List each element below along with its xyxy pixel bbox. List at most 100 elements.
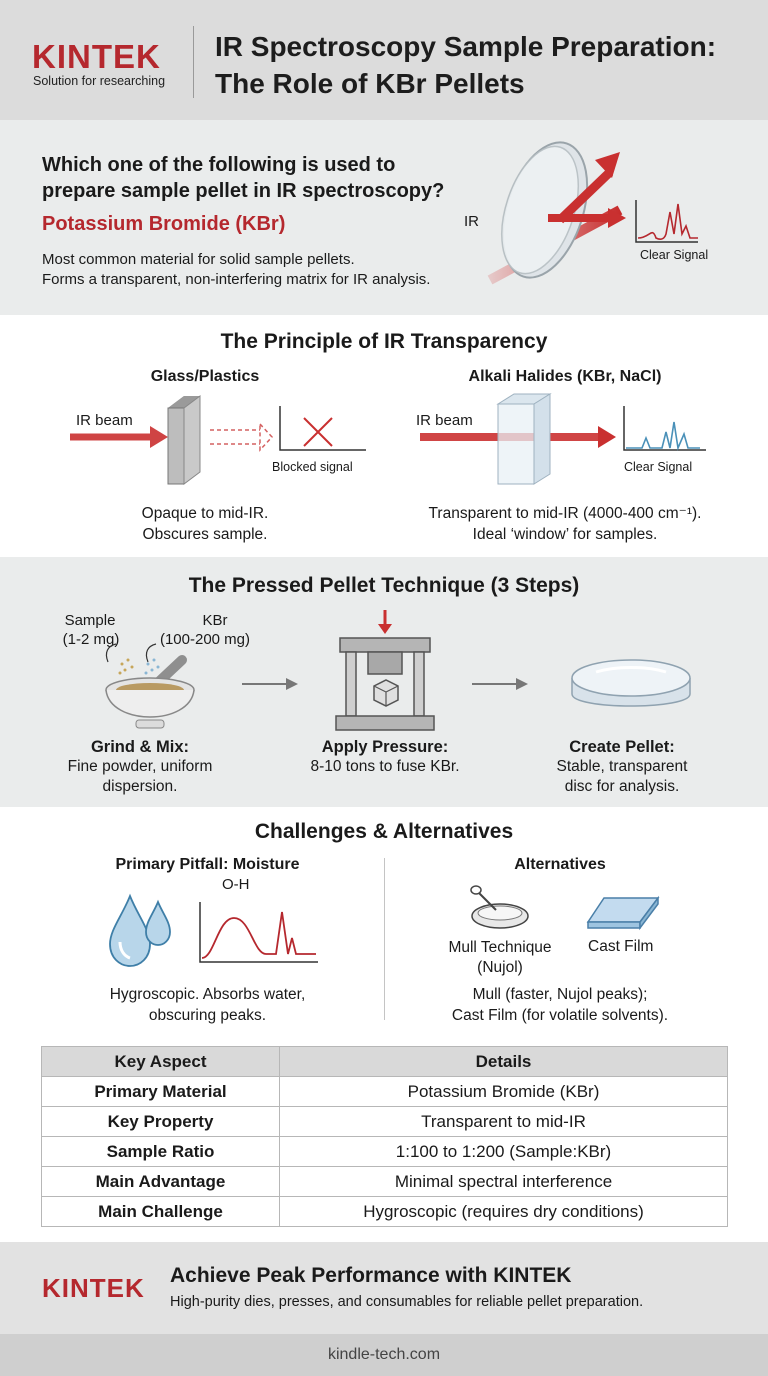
blocked-signal-label: Blocked signal	[272, 460, 353, 474]
glass-description-line-1: Opaque to mid-IR.	[141, 505, 269, 522]
ir-beam-upper-arrowhead	[595, 152, 620, 178]
brand-logo: KINTEK	[32, 38, 161, 75]
challenges-title: Challenges & Alternatives	[254, 820, 514, 843]
press-top-beam	[339, 637, 431, 653]
kbr-pellet-transmission-illustration	[487, 141, 698, 285]
water-drops-icon	[109, 893, 171, 967]
pellet-top	[571, 659, 691, 697]
cast-film-side	[639, 895, 659, 931]
sample-amount: (1-2 mg)	[62, 631, 120, 648]
step-3-desc-line-1: Stable, transparent	[556, 758, 688, 775]
step-2-title: Apply Pressure:	[321, 738, 449, 756]
intro-question-line-1: Which one of the following is used to	[42, 154, 396, 176]
intro-description-line-2: Forms a transparent, non-interfering mat…	[42, 271, 431, 288]
alkali-description-line-2: Ideal ‘window’ for samples.	[472, 526, 658, 543]
oh-peak-spectrum-icon	[199, 902, 318, 963]
intro-question-line-2: prepare sample pellet in IR spectroscopy…	[42, 180, 445, 202]
ir-beam-through-arrowhead	[598, 426, 616, 448]
blocked-signal-axes-icon	[279, 406, 366, 451]
glass-block-top	[168, 396, 200, 408]
glass-beam-label: IR beam	[76, 412, 133, 429]
alkali-halides-heading: Alkali Halides (KBr, NaCl)	[468, 368, 662, 385]
step-1-title: Grind & Mix:	[90, 738, 190, 756]
sample-powder-dots	[118, 658, 134, 675]
glass-description-line-2: Obscures sample.	[142, 526, 268, 543]
pellet-highlight	[595, 666, 667, 674]
mull-spatula-tip	[470, 885, 482, 895]
cta-description: High-purity dies, presses, and consumabl…	[170, 1294, 644, 1310]
press-base	[335, 715, 435, 731]
pitfall-description: Hygroscopic. Absorbs water, obscuring pe…	[70, 984, 345, 1026]
oh-spectrum-axes	[199, 902, 318, 963]
oh-label: O-H	[222, 876, 250, 893]
kbr-label: KBr	[202, 612, 228, 629]
table-row: Main Challenge Hygroscopic (requires dry…	[41, 1196, 728, 1227]
step-3-desc-line-2: disc for analysis.	[564, 778, 680, 795]
table-cell-aspect: Main Advantage	[41, 1166, 280, 1197]
mull-label-line-2: (Nujol)	[477, 959, 523, 976]
glass-description: Opaque to mid-IR. Obscures sample.	[100, 503, 310, 545]
alkali-signal-label: Clear Signal	[624, 460, 693, 474]
page-title: IR Spectroscopy Sample Preparation: The …	[215, 28, 755, 102]
mortar-bowl	[105, 689, 195, 718]
intro-signal-label: Clear Signal	[640, 248, 709, 262]
step-arrow-2	[472, 678, 528, 690]
kbr-powder-dots	[144, 658, 160, 675]
press-right-column	[413, 651, 425, 717]
page-title-line-1: IR Spectroscopy Sample Preparation:	[215, 31, 717, 62]
table-cell-details: Potassium Bromide (KBr)	[279, 1076, 728, 1107]
intro-question: Which one of the following is used to pr…	[42, 152, 462, 204]
sample-label: Sample	[64, 612, 116, 629]
kbr-amount: (100-200 mg)	[159, 631, 251, 648]
press-left-column	[345, 651, 357, 717]
step-3-title: Create Pellet:	[569, 738, 675, 756]
ir-beam-upper	[556, 168, 614, 224]
table-header-details: Details	[279, 1046, 728, 1077]
glass-block-face	[183, 395, 201, 485]
blocked-beam-arrowhead	[259, 422, 274, 452]
brand-tagline: Solution for researching	[33, 74, 166, 88]
kbr-pellet-illustration	[571, 659, 691, 707]
table-row: Sample Ratio 1:100 to 1:200 (Sample:KBr)	[41, 1136, 728, 1167]
ir-beam-horizontal-arrowhead	[608, 208, 626, 228]
footer-url-link[interactable]: kindle-tech.com	[327, 1346, 441, 1363]
table-cell-details: Transparent to mid-IR	[279, 1106, 728, 1137]
clear-signal-spectrum-icon-2	[626, 421, 700, 451]
table-cell-details: 1:100 to 1:200 (Sample:KBr)	[279, 1136, 728, 1167]
challenges-divider	[384, 858, 385, 1020]
clear-signal-axes-icon-2	[623, 406, 706, 451]
key-aspects-table: Key Aspect Details Primary Material Pota…	[41, 1046, 728, 1227]
press-ram	[367, 651, 403, 675]
glass-blocking-illustration	[70, 395, 366, 485]
alternatives-description-line-2: Cast Film (for volatile solvents).	[451, 1007, 669, 1024]
table-cell-aspect: Key Property	[41, 1106, 280, 1137]
mull-label-line-1: Mull Technique	[448, 939, 552, 956]
step-2: Apply Pressure: 8-10 tons to fuse KBr.	[285, 738, 485, 777]
clear-signal-axes-icon	[635, 200, 698, 243]
blocked-beam-dashed	[210, 429, 260, 445]
table-cell-details: Minimal spectral interference	[279, 1166, 728, 1197]
table-row: Primary Material Potassium Bromide (KBr)	[41, 1076, 728, 1107]
ir-beam-in-arrowhead	[150, 426, 168, 448]
halide-window-face	[497, 403, 535, 485]
mortar-pestle-illustration	[105, 643, 195, 729]
sample-powder-bracket	[105, 643, 117, 663]
oh-spectrum-curve	[201, 911, 316, 959]
footer-bar	[0, 1334, 768, 1376]
step-2-desc-line-1: 8-10 tons to fuse KBr.	[310, 758, 460, 775]
cta-brand-logo: KINTEK	[42, 1273, 145, 1303]
glass-block-front	[167, 407, 185, 485]
alkali-transmission-illustration	[420, 393, 706, 485]
table-header-row: Key Aspect Details	[41, 1046, 728, 1077]
alkali-description: Transparent to mid-IR (4000-400 cm⁻¹). I…	[390, 503, 740, 545]
principle-title: The Principle of IR Transparency	[220, 330, 548, 353]
table-cell-aspect: Main Challenge	[41, 1196, 280, 1227]
alternatives-description-line-1: Mull (faster, Nujol peaks);	[472, 986, 648, 1003]
clear-signal-spectrum-icon	[637, 203, 698, 240]
cast-film-icon	[586, 895, 660, 931]
cast-film-label: Cast Film	[588, 938, 654, 955]
cta-section	[0, 1242, 768, 1334]
mortar-base	[135, 719, 165, 729]
blocked-signal-x-icon	[303, 417, 333, 447]
step-arrow-1	[242, 678, 298, 690]
